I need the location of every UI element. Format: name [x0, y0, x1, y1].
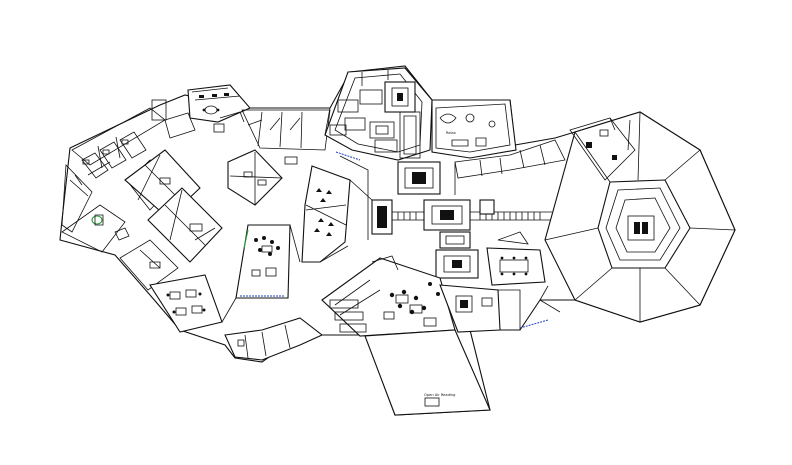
north-study-rooms [241, 109, 331, 151]
south-large-room: Open Air Reading [364, 329, 491, 416]
south-room-label: Open Air Reading [424, 393, 455, 397]
entry-desk [284, 156, 298, 165]
north-west-room [187, 84, 251, 133]
central-reading-bench [371, 199, 552, 279]
central-corridor [397, 139, 566, 195]
south-central-meeting [321, 255, 456, 337]
lounge: Relax [431, 99, 517, 159]
tower-entry-room [569, 117, 636, 181]
interior-walls [221, 107, 549, 323]
east-octagon-tower [544, 111, 736, 323]
south-east-rooms [439, 231, 561, 333]
north-meeting-pods [324, 67, 433, 161]
glazing-line [335, 151, 361, 161]
group-study-bay [235, 224, 291, 299]
lounge-label: Relax [446, 131, 457, 135]
central-study-rooms [124, 149, 283, 263]
